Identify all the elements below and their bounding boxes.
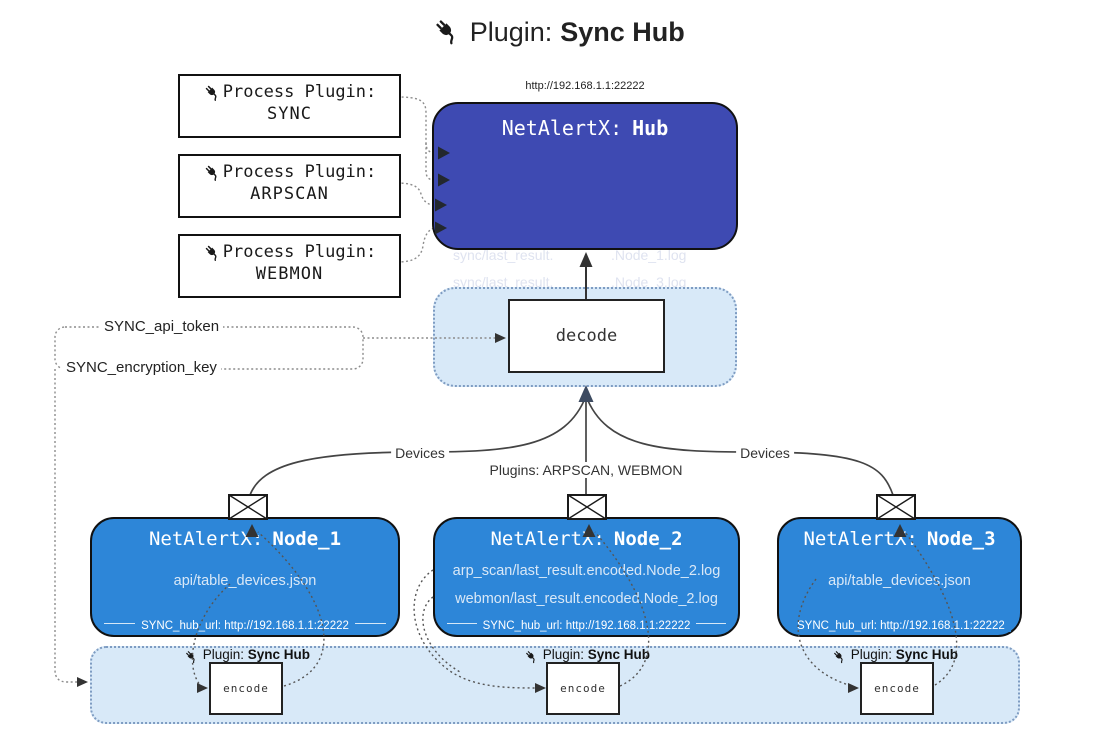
hub-url: http://192.168.1.1:22222 xyxy=(525,80,645,92)
node-1-box: NetAlertX:Node_1 api/table_devices.json … xyxy=(90,517,400,637)
node-hub-url: SYNC_hub_url: http://192.168.1.1:22222 xyxy=(104,616,386,632)
node-file: api/table_devices.json xyxy=(173,573,317,589)
plug-icon xyxy=(524,649,538,664)
hub-title-name: Hub xyxy=(632,116,669,140)
page-title-name: Sync Hub xyxy=(560,17,685,47)
hub-title: NetAlertX: Hub xyxy=(434,116,736,140)
decode-box: decode xyxy=(508,299,665,373)
setting-sync-api-token: SYNC_api_token xyxy=(100,318,224,335)
node-title: NetAlertX:Node_2 xyxy=(490,528,683,550)
node-3-box: NetAlertX:Node_3 api/table_devices.json … xyxy=(777,517,1022,637)
node-file: arp_scan/last_result.encoded.Node_2.log xyxy=(452,563,721,579)
hub-title-prefix: NetAlertX: xyxy=(501,116,623,140)
node-file: api/table_devices.json xyxy=(828,573,971,589)
process-plugin-label: Process Plugin: xyxy=(222,242,377,262)
encode-box: encode xyxy=(209,662,283,715)
plug-icon xyxy=(433,17,461,45)
plug-icon xyxy=(203,243,221,261)
edge-label-devices-left: Devices xyxy=(391,445,449,461)
process-plugin-name: SYNC xyxy=(267,104,312,124)
page-title-prefix: Plugin: xyxy=(469,17,553,47)
encode-box: encode xyxy=(860,662,934,715)
process-plugin-label: Process Plugin: xyxy=(222,82,377,102)
edge-label-devices-right: Devices xyxy=(736,445,794,461)
hub-log-line: sync/last_result.decoded.Node_1.log xyxy=(453,247,687,263)
process-plugin-box-arpscan: Process Plugin: ARPSCAN xyxy=(178,154,401,218)
process-plugin-name: WEBMON xyxy=(255,264,324,284)
node-hub-url: SYNC_hub_url: http://192.168.1.1:22222 xyxy=(447,616,726,632)
node-hub-url: SYNC_hub_url: http://192.168.1.1:22222 xyxy=(791,616,1011,632)
node-title: NetAlertX:Node_3 xyxy=(803,528,996,550)
plug-icon xyxy=(184,649,198,664)
hub-box: NetAlertX: Hub sync/last_result.decoded.N… xyxy=(432,102,738,338)
edge-label-plugins: Plugins: ARPSCAN, WEBMON xyxy=(485,462,687,478)
hub-log-line: sync/last_result.decoded.Node_3.log xyxy=(453,274,687,290)
plug-icon xyxy=(203,83,221,101)
setting-sync-encryption-key: SYNC_encryption_key xyxy=(62,359,221,376)
node-file: webmon/last_result.encoded.Node_2.log xyxy=(455,591,718,607)
process-plugin-box-sync: Process Plugin: SYNC xyxy=(178,74,401,138)
process-plugin-label: Process Plugin: xyxy=(222,162,377,182)
plug-icon xyxy=(832,649,846,664)
page-title: Plugin:Sync Hub xyxy=(0,16,1117,48)
process-plugin-box-webmon: Process Plugin: WEBMON xyxy=(178,234,401,298)
node-2-box: NetAlertX:Node_2 arp_scan/last_result.en… xyxy=(433,517,740,637)
process-plugin-name: ARPSCAN xyxy=(250,184,329,204)
plug-icon xyxy=(203,163,221,181)
encode-box: encode xyxy=(546,662,620,715)
node-title: NetAlertX:Node_1 xyxy=(148,528,342,550)
